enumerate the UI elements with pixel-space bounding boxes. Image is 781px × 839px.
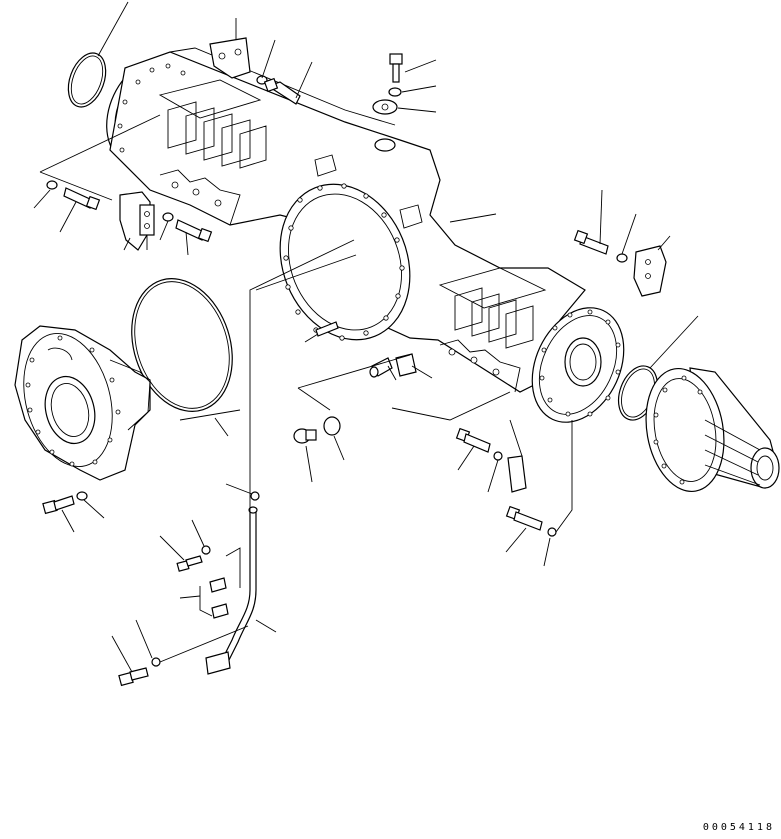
axle-housing[interactable] — [90, 44, 586, 393]
washer-left[interactable] — [46, 180, 58, 190]
breather-washer[interactable] — [388, 87, 402, 97]
leader-line — [33, 189, 51, 209]
callout-frame — [391, 391, 511, 421]
leader-line — [397, 107, 437, 113]
leader-line — [191, 519, 205, 547]
right-axle-flange[interactable] — [637, 362, 780, 497]
callout-frame — [249, 239, 355, 512]
bolt-right-low[interactable] — [505, 505, 543, 531]
callout-frame — [225, 547, 241, 588]
clamp-washer-lower[interactable] — [151, 657, 161, 667]
leader-line — [214, 417, 229, 437]
leader-line — [401, 85, 437, 93]
clamp-washer[interactable] — [201, 545, 211, 555]
clip-right[interactable] — [507, 455, 527, 493]
drain-plug[interactable] — [293, 428, 317, 444]
housing-right-flange[interactable] — [515, 293, 642, 437]
leader-line — [387, 365, 397, 381]
small-seal[interactable] — [250, 491, 260, 501]
bolt-top[interactable] — [263, 77, 301, 105]
bolt-left[interactable] — [63, 187, 101, 211]
leader-line — [123, 237, 131, 251]
leader-line — [411, 365, 433, 379]
leader-line — [295, 61, 313, 99]
washer-right[interactable] — [616, 253, 628, 263]
leader-line — [97, 1, 129, 57]
clamp-bolt[interactable] — [176, 555, 203, 572]
left-hub-holes — [25, 335, 121, 467]
leader-line — [449, 213, 497, 223]
callout-frame — [297, 354, 411, 389]
leader-line — [304, 333, 319, 343]
o-ring-top-left[interactable] — [61, 48, 112, 112]
leader-line — [505, 527, 527, 553]
gasket-ring-large[interactable] — [115, 265, 248, 424]
leader-line — [59, 201, 77, 233]
callout-frame — [297, 387, 331, 411]
leader-line — [404, 59, 437, 73]
leader-line — [649, 315, 699, 369]
callout-frame — [39, 114, 161, 173]
leader-line — [305, 445, 313, 483]
breather-bolt[interactable] — [389, 53, 403, 83]
leader-line — [179, 409, 241, 421]
callout-frame — [555, 420, 573, 533]
leader-line — [487, 459, 499, 493]
clamp-bolt-lower[interactable] — [118, 667, 149, 687]
leader-line — [599, 189, 603, 245]
leader-line — [225, 483, 253, 495]
seal-washer[interactable] — [323, 416, 341, 436]
washer-bottom-left[interactable] — [76, 491, 88, 501]
bracket-right[interactable] — [633, 245, 667, 297]
callout-frame — [199, 586, 213, 617]
leader-line — [185, 231, 189, 256]
name-plate[interactable] — [395, 353, 417, 377]
spacer-left[interactable] — [139, 204, 155, 236]
bolt-left-2[interactable] — [175, 219, 213, 243]
leader-line — [83, 499, 105, 519]
leader-line — [261, 39, 276, 79]
leader-line — [159, 220, 169, 241]
differential-flange-holes — [283, 183, 405, 341]
leader-line — [135, 619, 153, 659]
leader-line — [457, 445, 475, 471]
washer-right-mid[interactable] — [493, 451, 503, 461]
leader-line — [255, 619, 277, 633]
lube-pipe[interactable] — [205, 506, 258, 675]
leader-line — [61, 509, 75, 533]
drawing-number: 00054118 — [702, 822, 775, 833]
mounting-bracket-top[interactable] — [209, 37, 251, 79]
bolt-bottom-left[interactable] — [42, 495, 75, 515]
leader-line — [543, 537, 551, 567]
washer-right-low[interactable] — [547, 527, 557, 537]
leader-line — [509, 419, 523, 457]
leader-line — [333, 435, 345, 461]
leader-line — [179, 595, 201, 599]
leader-line — [159, 535, 185, 561]
bolt-right-mid[interactable] — [455, 427, 491, 453]
leader-line — [111, 635, 133, 673]
callout-frame — [255, 254, 357, 291]
callout-frame — [159, 625, 249, 663]
bolt-right[interactable] — [573, 229, 609, 255]
plug[interactable] — [369, 357, 393, 378]
left-hub-housing[interactable] — [10, 323, 151, 481]
pipe-clamps[interactable] — [209, 577, 229, 619]
callout-frame — [39, 171, 113, 201]
leader-line — [621, 213, 637, 255]
breather-plate[interactable] — [372, 99, 398, 115]
leader-line — [657, 235, 671, 251]
washer-left-2[interactable] — [162, 212, 174, 222]
